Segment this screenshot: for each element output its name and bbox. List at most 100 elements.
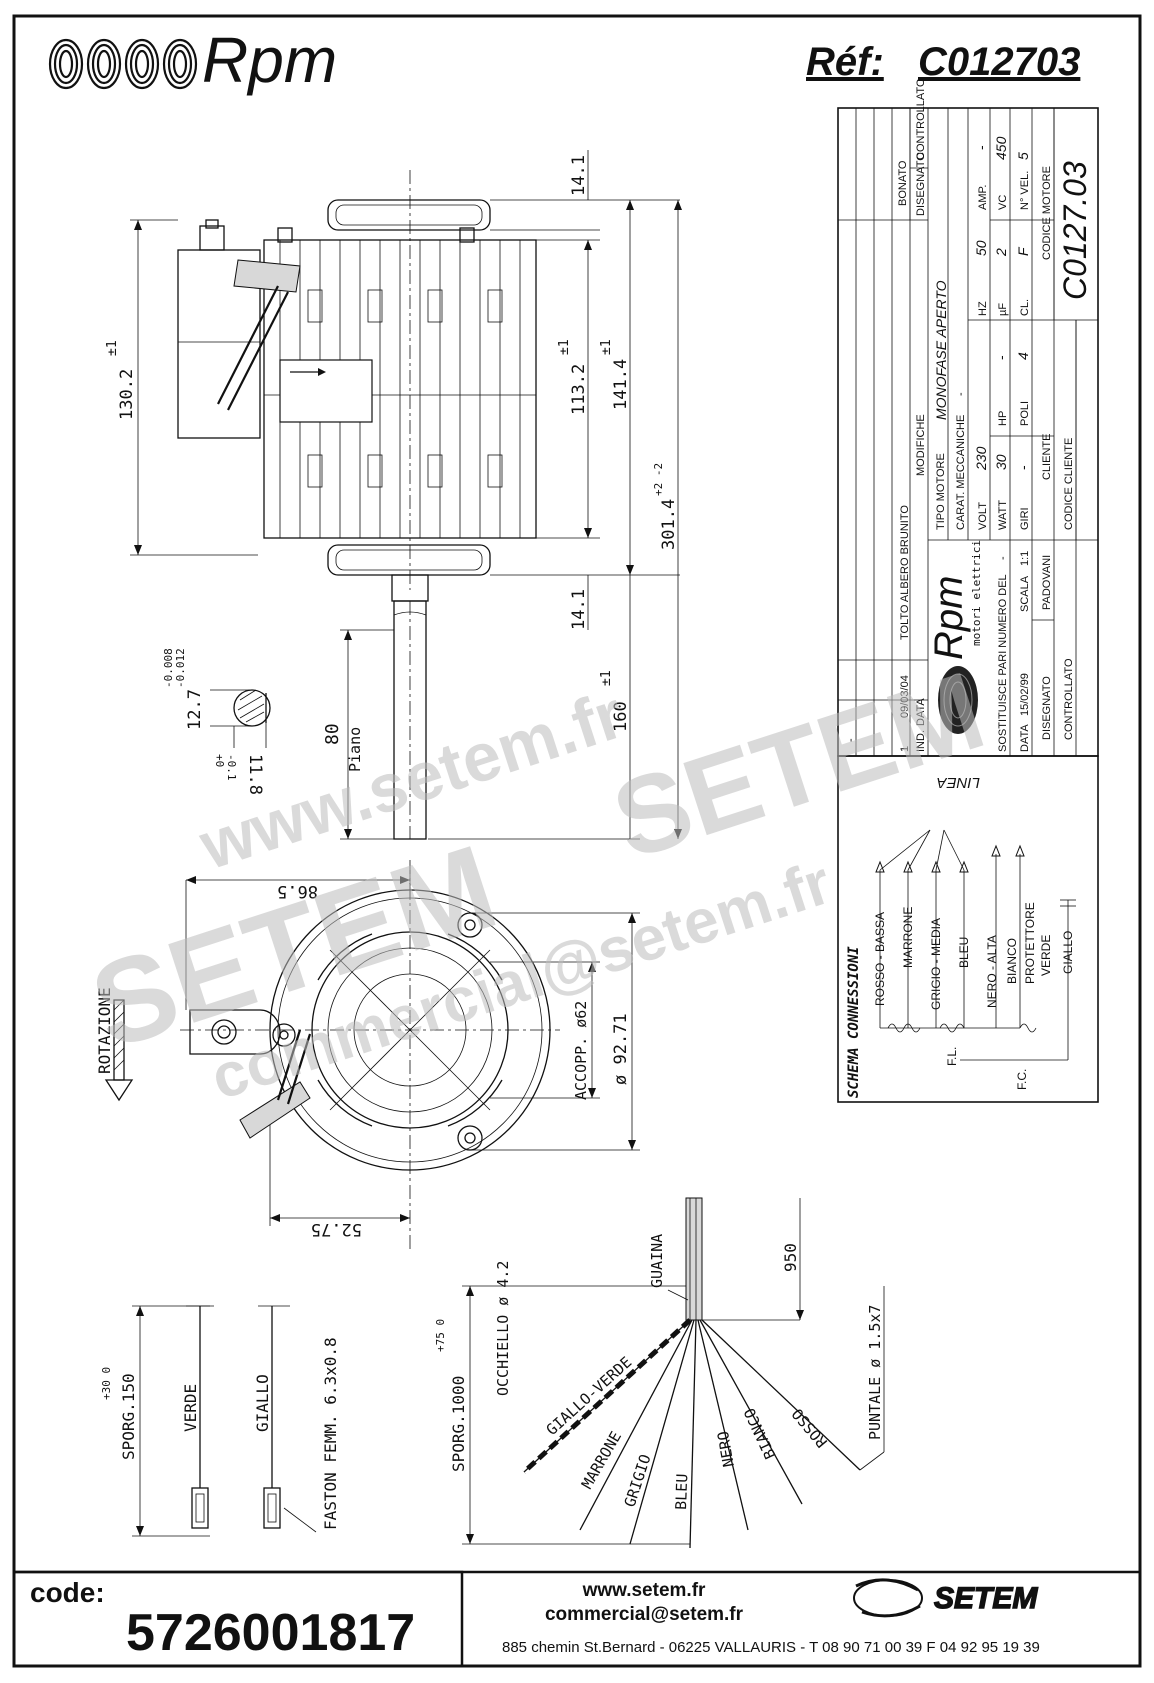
giri-label: GIRI	[1019, 507, 1031, 530]
sporg-150: SPORG.150	[119, 1373, 138, 1460]
schema-verde: VERDE	[1039, 935, 1053, 976]
amp-label: AMP.	[977, 185, 989, 210]
sostituisce-label: SOSTITUISCE PARI NUMERO DEL	[997, 574, 1009, 752]
dim-950: 950	[781, 1243, 800, 1272]
title-rpm-logo: Rpm	[927, 576, 971, 660]
data-value: 15/02/99	[1019, 673, 1031, 716]
carat-value: -	[955, 392, 967, 396]
schema-fl: F.L.	[945, 1047, 959, 1066]
data-label: DATA	[1019, 724, 1031, 752]
flat-label: Piano	[346, 727, 364, 772]
mod-ind-empty: -	[845, 738, 857, 742]
footer-email: commercial@setem.fr	[545, 1604, 744, 1625]
brand-name: Rpm	[202, 24, 337, 96]
motor-side-view	[177, 170, 537, 1250]
vc-label: VC	[997, 195, 1009, 210]
dim-113-2: 113.2	[569, 364, 589, 415]
dim-92-71: ø 92.71	[611, 1013, 631, 1085]
dim-160-tol: ±1	[599, 670, 614, 686]
dim-accopp-62: ACCOPP. ø62	[572, 1001, 590, 1100]
faston-label: FASTON FEMM. 6.3x0.8	[321, 1337, 340, 1530]
schema-protettore: PROTETTORE	[1023, 902, 1037, 984]
scala-label: SCALA	[1019, 575, 1031, 612]
setem-logo-text: SETEM	[934, 1582, 1038, 1615]
code-label: code:	[30, 1577, 105, 1608]
codice-cliente-label: CODICE CLIENTE	[1063, 438, 1075, 530]
sheet-border	[12, 14, 1142, 1668]
rpm-coil-logo	[48, 38, 198, 90]
disegnato-header: DISEGNATO	[915, 152, 927, 216]
dim-11-8: 11.8	[245, 754, 265, 795]
dim-301-4: 301.4	[659, 499, 679, 550]
volt-value: 230	[973, 446, 989, 471]
dim-113-2-tol: ±1	[557, 339, 572, 355]
watt-label: WATT	[997, 500, 1009, 530]
dim-130-2: 130.2	[117, 369, 137, 420]
poli-label: POLI	[1019, 401, 1031, 426]
hz-value: 50	[973, 240, 989, 256]
guaina-label: GUAINA	[648, 1234, 666, 1288]
dim-130-2-tol: ±1	[105, 340, 120, 356]
occhiello-label: OCCHIELLO ø 4.2	[494, 1261, 512, 1396]
controllato-header: CONTROLLATO	[915, 78, 927, 160]
carat-label: CARAT. MECCANICHE	[955, 415, 967, 530]
connection-schema: SCHEMA CONNESSIONI LINEA	[837, 755, 1099, 1103]
ref-value: C012703	[918, 40, 1080, 84]
dim-141-4: 141.4	[611, 359, 631, 410]
dim-14-1-bottom: 14.1	[569, 589, 589, 630]
wire-giallo-verde: GIALLO-VERDE	[543, 1353, 636, 1439]
wire-nero: NERO	[714, 1430, 738, 1469]
dim-11-8-tol-a: -0.1	[225, 754, 238, 781]
mod-row-date: 09/03/04	[899, 675, 911, 718]
poli-value: 4	[1015, 352, 1031, 360]
wire-giallo-label: GIALLO	[253, 1374, 272, 1432]
tipo-motore-value: MONOFASE APERTO	[933, 280, 949, 420]
schema-fc: F.C.	[1015, 1069, 1029, 1090]
wire-rosso: ROSSO	[788, 1405, 831, 1451]
wire-verde-label: VERDE	[181, 1384, 200, 1432]
amp-value: -	[973, 145, 989, 150]
sporg-150-tol: +30 0	[100, 1367, 113, 1400]
dim-12-7: 12.7	[185, 689, 205, 730]
nvel-label: N° VEL.	[1019, 171, 1031, 210]
title-coil-icon	[938, 666, 978, 734]
nvel-value: 5	[1015, 152, 1031, 160]
codice-motore-label: CODICE MOTORE	[1041, 166, 1053, 260]
sporg-1000-tol: +75 0	[434, 1319, 447, 1352]
mod-data-header: DATA	[915, 698, 927, 726]
footer-address: 885 chemin St.Bernard - 06225 VALLAURIS …	[502, 1639, 1040, 1656]
schema-title: SCHEMA CONNESSIONI	[846, 946, 862, 1098]
disegnato-label: DISEGNATO	[1041, 676, 1053, 740]
footer-web: www.setem.fr	[582, 1580, 706, 1601]
dim-14-1-top: 14.1	[569, 155, 589, 196]
uf-label: µF	[997, 303, 1009, 316]
wire-grigio: GRIGIO	[621, 1452, 655, 1509]
dim-301-4-tol: +2 -2	[652, 463, 665, 496]
schema-bleu: BLEU	[957, 937, 971, 968]
schema-marrone: MARRONE	[901, 907, 915, 968]
uf-value: 2	[993, 248, 1009, 257]
schema-rosso-bassa: ROSSO - BASSA	[873, 912, 887, 1006]
puntale-label: PUNTALE ø 1.5x7	[866, 1305, 884, 1440]
schema-nero-alta: NERO - ALTA	[985, 935, 999, 1008]
side-view-dimensions: 130.2 ±1 14.1 113.2 ±1 141.4 ±1 301.4 +2…	[105, 150, 682, 840]
footer: code: 5726001817 www.setem.fr commercial…	[12, 1570, 1140, 1668]
shaft-section: 12.7 -0.008 -0.012 11.8 -0.1 +0	[162, 648, 271, 795]
dim-52-75: 52.75	[311, 1219, 362, 1239]
dim-141-4-tol: ±1	[599, 339, 614, 355]
mod-ind-header: IND.	[915, 730, 927, 752]
scala-value: 1:1	[1019, 551, 1031, 566]
dim-12-7-tol-top: -0.008	[162, 648, 175, 688]
title-rpm-sub: motori elettrici	[970, 540, 983, 646]
setem-logo: SETEM	[853, 1578, 1039, 1618]
hz-label: HZ	[977, 301, 989, 316]
code-value: 5726001817	[126, 1604, 415, 1662]
wire-bianco: BIANCO	[740, 1405, 779, 1462]
tipo-motore-label: TIPO MOTORE	[935, 453, 947, 530]
linea-label: LINEA	[937, 774, 980, 791]
schema-grigio-media: GRIGIO - MEDIA	[929, 918, 943, 1010]
volt-label: VOLT	[977, 502, 989, 530]
dim-86-5: 86.5	[277, 881, 318, 901]
watermark-setem-2: SETEM	[599, 649, 997, 883]
